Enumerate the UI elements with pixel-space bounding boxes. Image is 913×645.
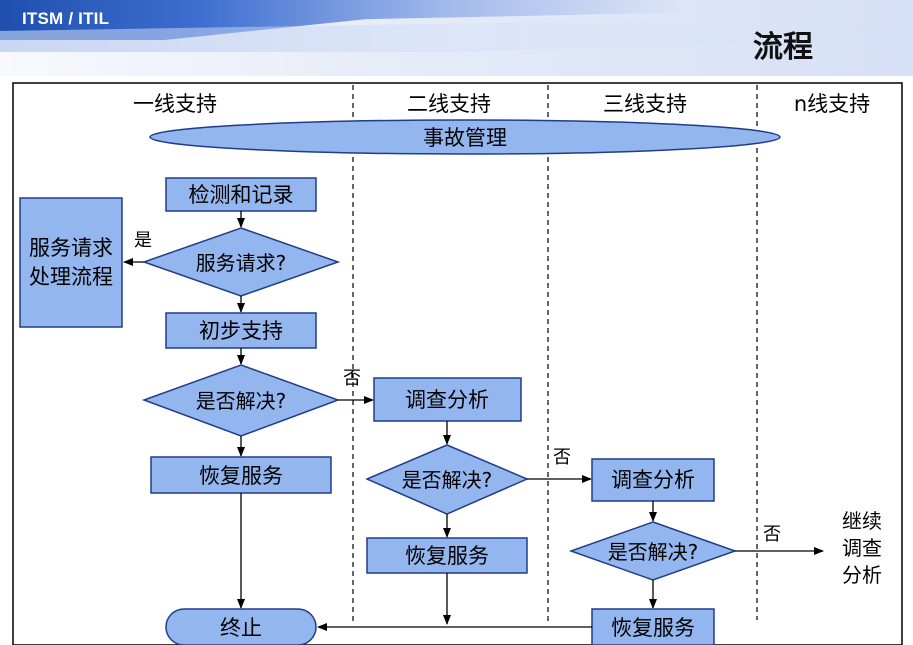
service-request-process-line1: 服务请求 bbox=[29, 236, 113, 260]
restore-service-label-2: 恢复服务 bbox=[405, 544, 489, 568]
restore-service-label-3: 恢复服务 bbox=[611, 616, 695, 640]
continue-investigation-line2: 调查 bbox=[842, 536, 882, 560]
lane-header-1: 一线支持 bbox=[133, 92, 217, 116]
edge-label-yes: 是 bbox=[134, 230, 152, 251]
restore-service-box-2 bbox=[366, 537, 528, 574]
brand-label: ITSM / ITIL bbox=[22, 9, 110, 28]
detect-record-box bbox=[165, 177, 317, 212]
page-title: 流程 bbox=[753, 30, 813, 65]
initial-support-box bbox=[165, 312, 317, 349]
service-request-decision-label: 服务请求? bbox=[196, 251, 287, 275]
resolved-decision-3-label: 是否解决? bbox=[608, 540, 699, 564]
edge-label-no-1: 否 bbox=[343, 368, 361, 389]
incident-management-band bbox=[149, 119, 781, 155]
investigate-label-2: 调查分析 bbox=[405, 388, 489, 412]
restore-service-label-1: 恢复服务 bbox=[199, 464, 283, 488]
investigate-label-3: 调查分析 bbox=[611, 468, 695, 492]
service-request-process-line2: 处理流程 bbox=[29, 265, 113, 289]
restore-service-box-3 bbox=[591, 608, 715, 645]
terminate-node bbox=[165, 608, 317, 645]
lane-header-2: 二线支持 bbox=[407, 92, 491, 116]
lane-header-3: 三线支持 bbox=[603, 92, 687, 116]
resolved-decision-2-label: 是否解决? bbox=[402, 468, 493, 492]
lane-header-4: n线支持 bbox=[794, 92, 870, 116]
continue-investigation-line3: 分析 bbox=[842, 563, 882, 587]
incident-management-label: 事故管理 bbox=[423, 126, 507, 150]
initial-support-label: 初步支持 bbox=[199, 319, 283, 343]
investigate-box-3 bbox=[591, 458, 715, 502]
service-request-process-box bbox=[19, 197, 123, 328]
resolved-decision-1-label: 是否解决? bbox=[196, 389, 287, 413]
terminate-label: 终止 bbox=[220, 616, 262, 640]
continue-investigation-line1: 继续 bbox=[842, 509, 882, 533]
edge-label-no-2: 否 bbox=[553, 447, 571, 468]
detect-record-label: 检测和记录 bbox=[189, 183, 294, 207]
edge-label-no-3: 否 bbox=[763, 524, 781, 545]
investigate-box-2 bbox=[373, 377, 522, 422]
restore-service-box-1 bbox=[150, 456, 332, 494]
